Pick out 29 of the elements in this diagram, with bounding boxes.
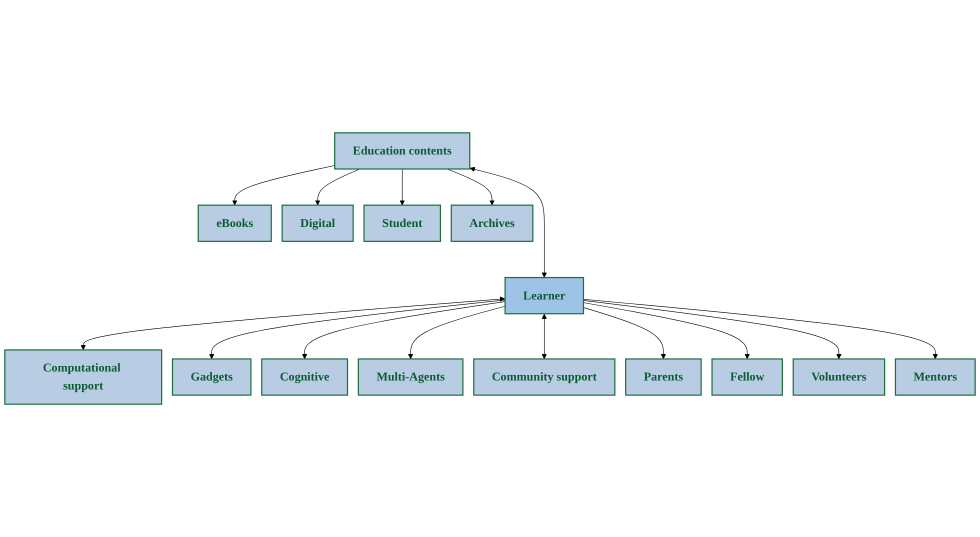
node-box: Archives: [450, 204, 534, 242]
node-box: Digital: [282, 204, 354, 242]
node-box: Education contents: [334, 132, 470, 170]
node-box: Student: [363, 204, 442, 242]
arrow: [470, 166, 547, 278]
arrow: [232, 165, 336, 206]
arrow: [209, 300, 506, 360]
arrow: [583, 302, 750, 360]
node-box: Gadgets: [172, 358, 252, 396]
arrow: [400, 168, 405, 206]
node-box: Fellow: [711, 358, 783, 396]
node-box: Volunteers: [792, 358, 886, 396]
arrow: [583, 300, 842, 360]
arrow: [583, 298, 938, 360]
node-box: Multi-Agents: [358, 358, 464, 396]
arrow: [302, 301, 506, 360]
node-box: Community support: [473, 358, 616, 396]
node-box: Computational support: [4, 349, 162, 405]
arrow: [446, 168, 495, 206]
node-box: eBooks: [198, 204, 272, 242]
node-box: Cognitive: [261, 358, 348, 396]
node-box: Parents: [625, 358, 702, 396]
arrow: [80, 296, 506, 350]
node-box: Mentors: [894, 358, 976, 396]
node-box: Learner: [504, 276, 584, 314]
arrow: [315, 168, 360, 206]
arrow: [583, 307, 666, 360]
arrow: [408, 306, 506, 360]
arrow: [542, 314, 547, 360]
